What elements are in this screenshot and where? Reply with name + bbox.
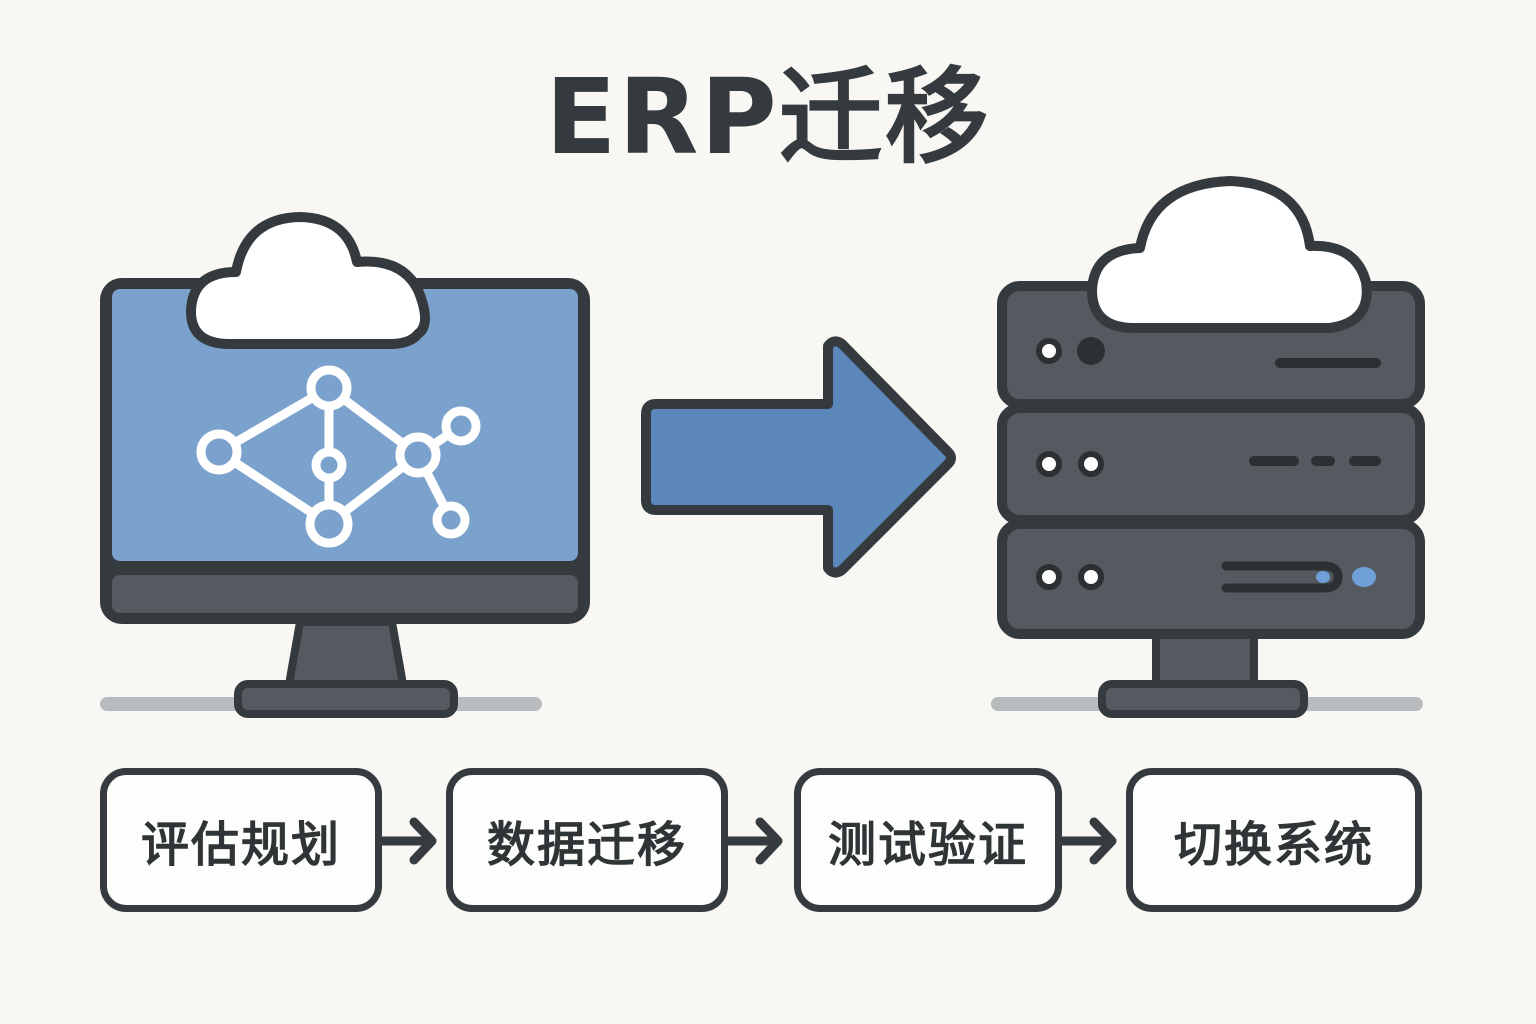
desktop-monitor-icon	[100, 212, 590, 718]
step-arrow-icon	[377, 817, 437, 865]
step-cutover: 切换系统	[1126, 768, 1422, 912]
status-led-icon	[1316, 571, 1330, 583]
monitor-screen	[112, 289, 578, 561]
page-title: ERP迁移	[545, 56, 991, 178]
step-label: 数据迁移	[486, 817, 687, 873]
status-led-icon	[1352, 567, 1376, 587]
server-unit-3	[997, 519, 1425, 639]
step-test-validate: 测试验证	[794, 768, 1062, 912]
server-rack-icon	[991, 176, 1425, 718]
monitor-chin	[112, 575, 578, 613]
server-base	[1098, 680, 1308, 718]
step-data-migration: 数据迁移	[446, 768, 728, 912]
cloud-icon	[186, 212, 430, 349]
step-label: 切换系统	[1173, 817, 1374, 873]
monitor-base	[234, 680, 458, 718]
step-label: 评估规划	[140, 817, 341, 873]
monitor-stand	[284, 618, 408, 694]
network-graph-icon	[196, 365, 481, 548]
step-arrow-icon	[1057, 817, 1117, 865]
step-assess-plan: 评估规划	[100, 768, 382, 912]
step-label: 测试验证	[827, 817, 1028, 873]
step-arrow-icon	[723, 817, 783, 865]
cloud-icon	[1087, 176, 1372, 333]
arrow-right-icon	[641, 336, 956, 578]
